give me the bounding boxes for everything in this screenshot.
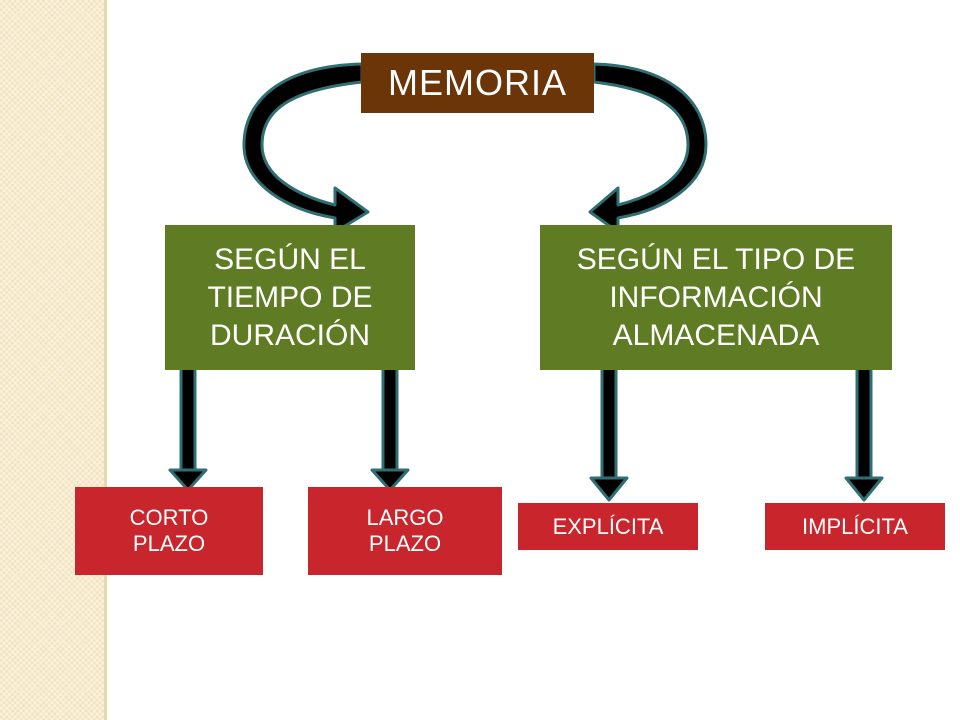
category-node-label: SEGÚN EL TIEMPO DE DURACIÓN	[207, 242, 373, 352]
category-node-tipo: SEGÚN EL TIPO DE INFORMACIÓN ALMACENADA	[540, 225, 892, 370]
straight-arrow-explicita	[589, 366, 629, 502]
root-node-label: MEMORIA	[387, 62, 567, 103]
leaf-node-label: EXPLÍCITA	[552, 513, 664, 539]
root-node-memoria: MEMORIA	[361, 53, 594, 113]
leaf-node-implicita: IMPLÍCITA	[765, 503, 945, 550]
leaf-node-explicita: EXPLÍCITA	[518, 503, 698, 550]
curved-arrow-right	[588, 62, 708, 234]
straight-arrow-largo	[370, 366, 410, 492]
leaf-node-label: CORTO PLAZO	[129, 505, 209, 556]
decorative-side-strip	[0, 0, 104, 720]
curved-arrow-left	[242, 62, 370, 234]
leaf-node-label: LARGO PLAZO	[366, 505, 444, 556]
leaf-node-corto-plazo: CORTO PLAZO	[75, 487, 263, 575]
category-node-label: SEGÚN EL TIPO DE INFORMACIÓN ALMACENADA	[576, 242, 856, 352]
straight-arrow-corto	[168, 366, 208, 492]
leaf-node-largo-plazo: LARGO PLAZO	[308, 487, 502, 575]
side-strip-border	[104, 0, 107, 720]
straight-arrow-implicita	[844, 366, 884, 502]
leaf-node-label: IMPLÍCITA	[802, 513, 908, 539]
category-node-tiempo: SEGÚN EL TIEMPO DE DURACIÓN	[165, 225, 415, 370]
